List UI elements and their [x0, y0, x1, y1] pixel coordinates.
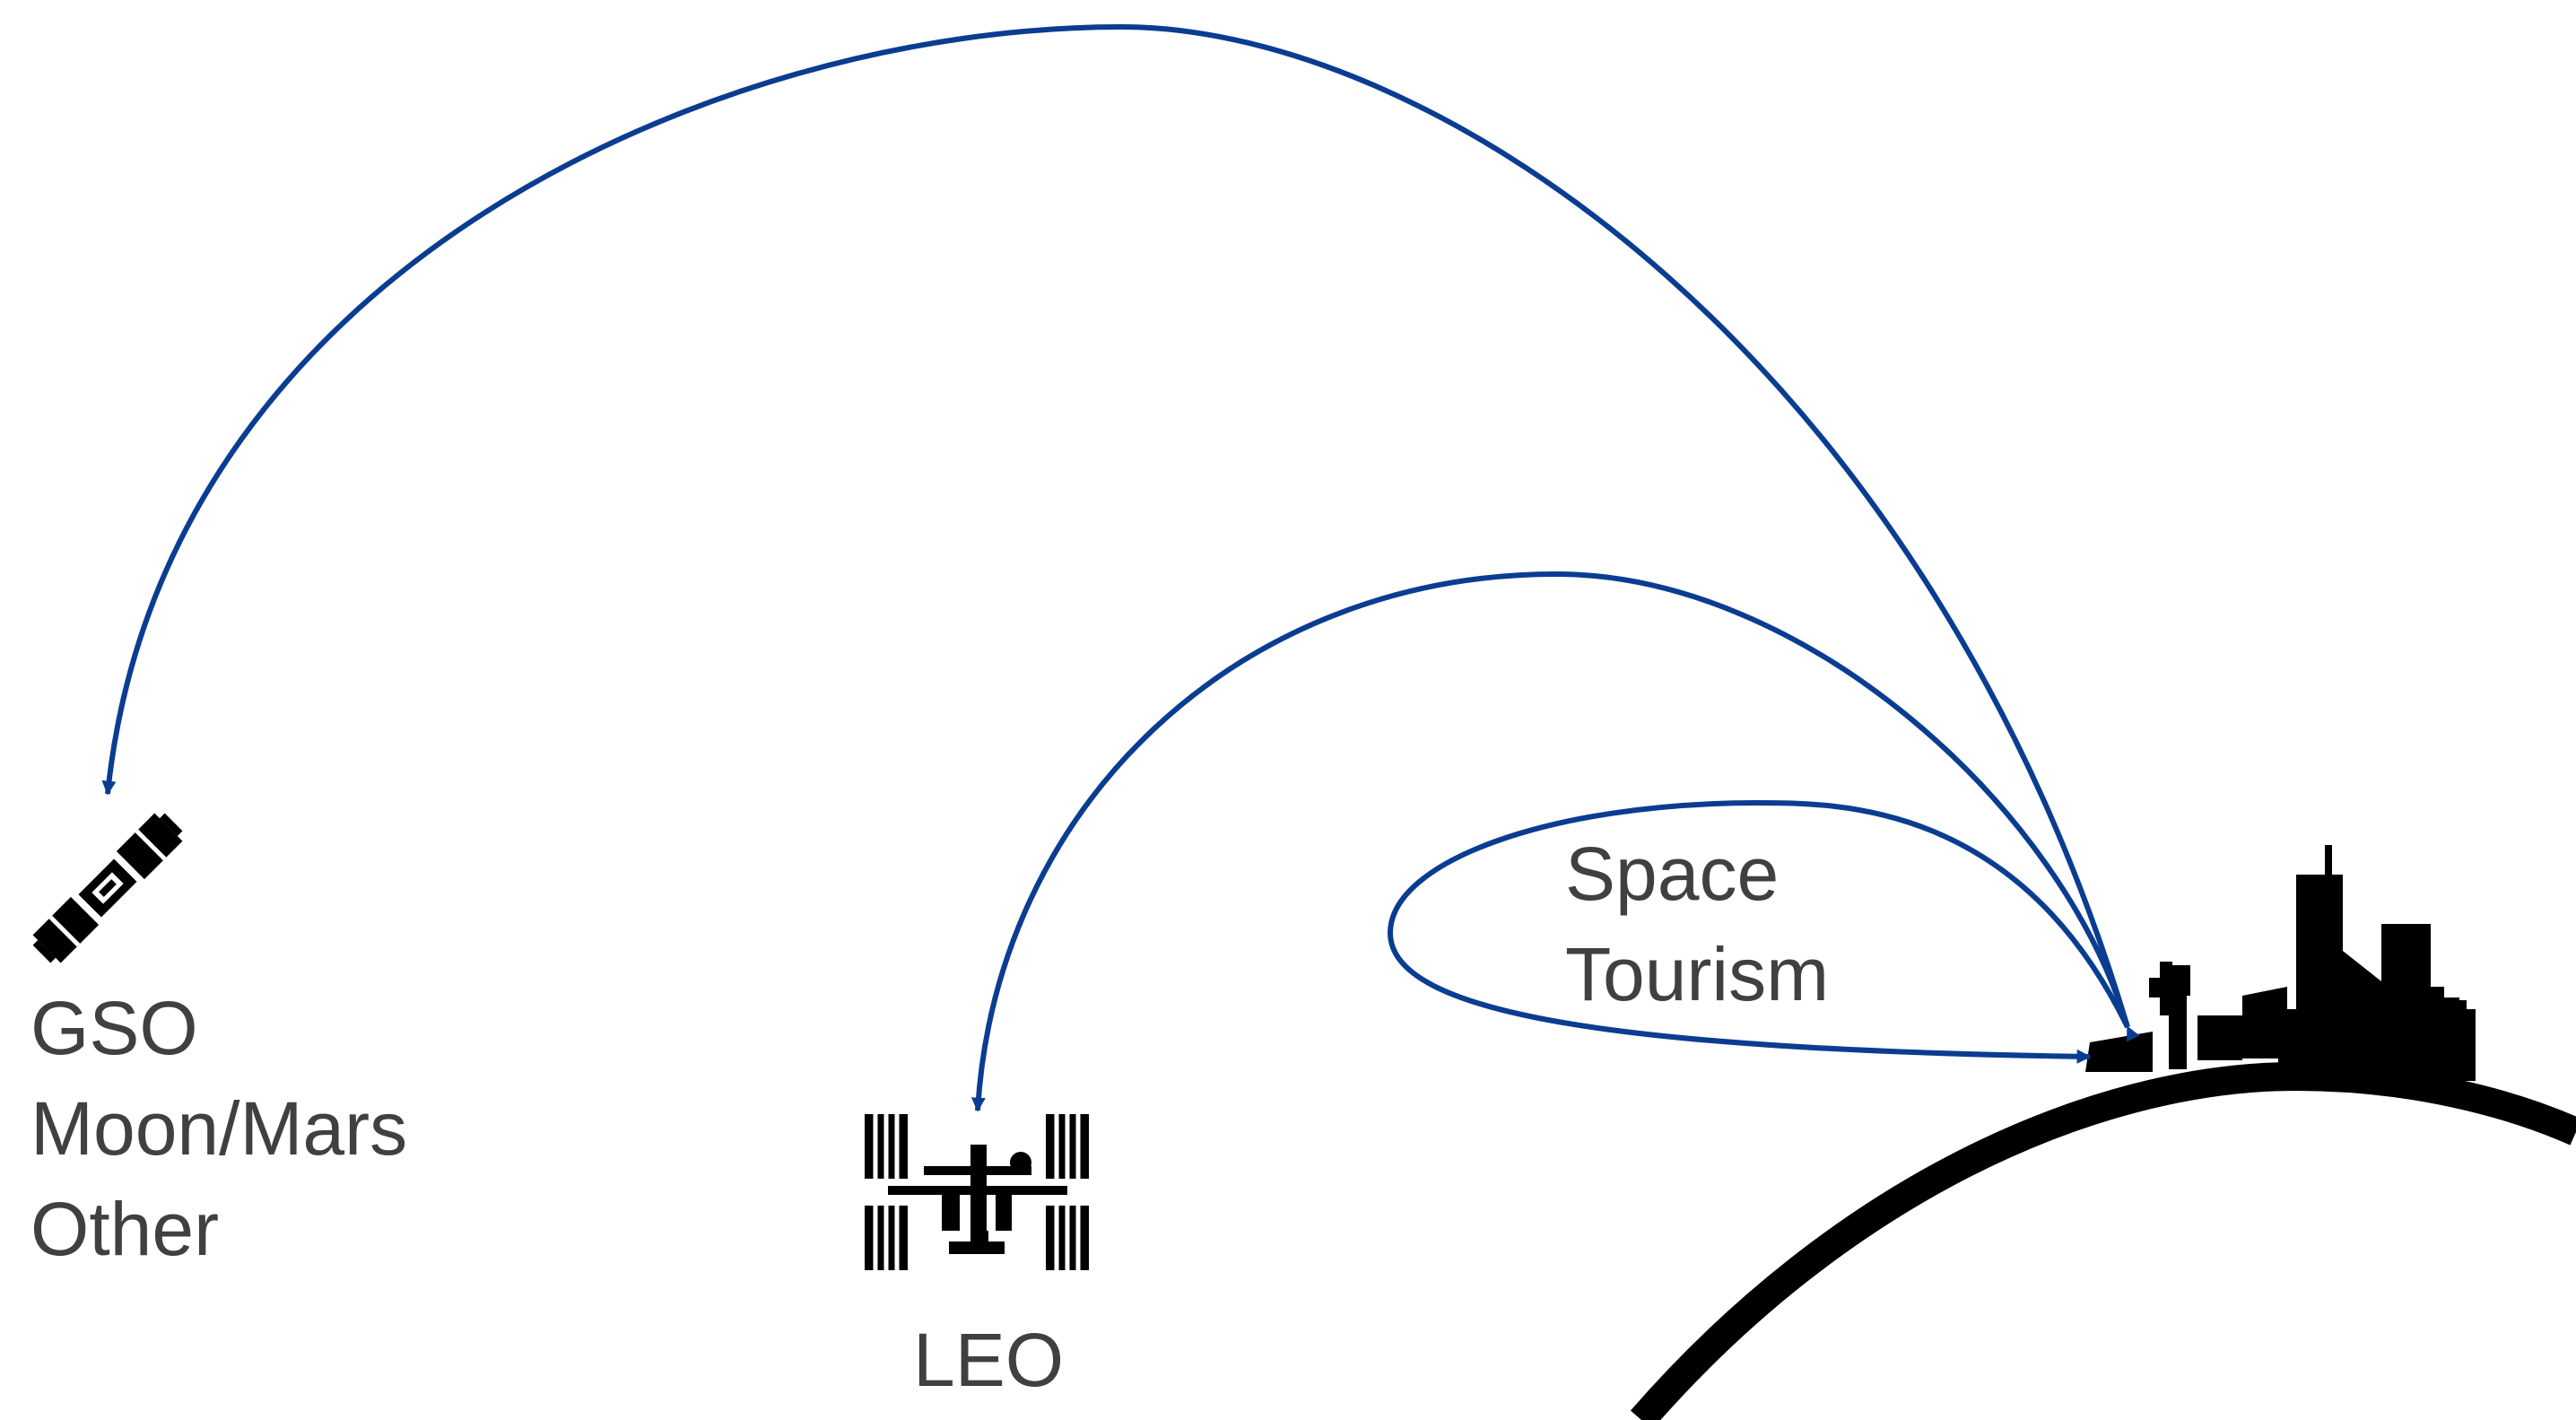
- city-skyline-icon: [2085, 845, 2476, 1081]
- moon-mars-label: Moon/Mars: [30, 1086, 408, 1171]
- other-label: Other: [30, 1187, 220, 1271]
- solar-panel-stripes: [873, 1114, 1081, 1270]
- arrow-to-leo: [970, 571, 2130, 1112]
- arrow-space-tourism-out: [1388, 799, 2140, 1042]
- space-label: Space: [1565, 832, 1780, 916]
- satellite-icon: [32, 813, 183, 963]
- arrow-space-tourism-return: [1388, 932, 2092, 1064]
- gso-group-label: GSO Moon/Mars Other: [30, 978, 407, 1279]
- tourism-label: Tourism: [1565, 932, 1830, 1016]
- gso-label: GSO: [30, 986, 198, 1070]
- leo-label: LEO: [913, 1318, 1065, 1402]
- arrow-to-gso: [101, 23, 2130, 1028]
- earth-curve: [1630, 1061, 2576, 1420]
- space-tourism-label: Space Tourism: [1565, 823, 1829, 1024]
